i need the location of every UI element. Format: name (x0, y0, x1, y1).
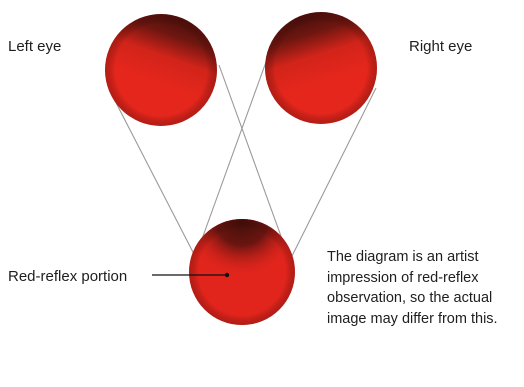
red-reflex-circle (189, 219, 295, 325)
right-eye-label: Right eye (409, 36, 472, 57)
artist-impression-note: The diagram is an artist impression of r… (327, 247, 522, 329)
red-reflex-pointer-dot (225, 273, 229, 277)
right-eye-circle (265, 12, 377, 124)
left-eye-circle (105, 14, 217, 126)
red-reflex-portion-label: Red-reflex portion (8, 266, 127, 287)
left-eye-label: Left eye (8, 36, 61, 57)
